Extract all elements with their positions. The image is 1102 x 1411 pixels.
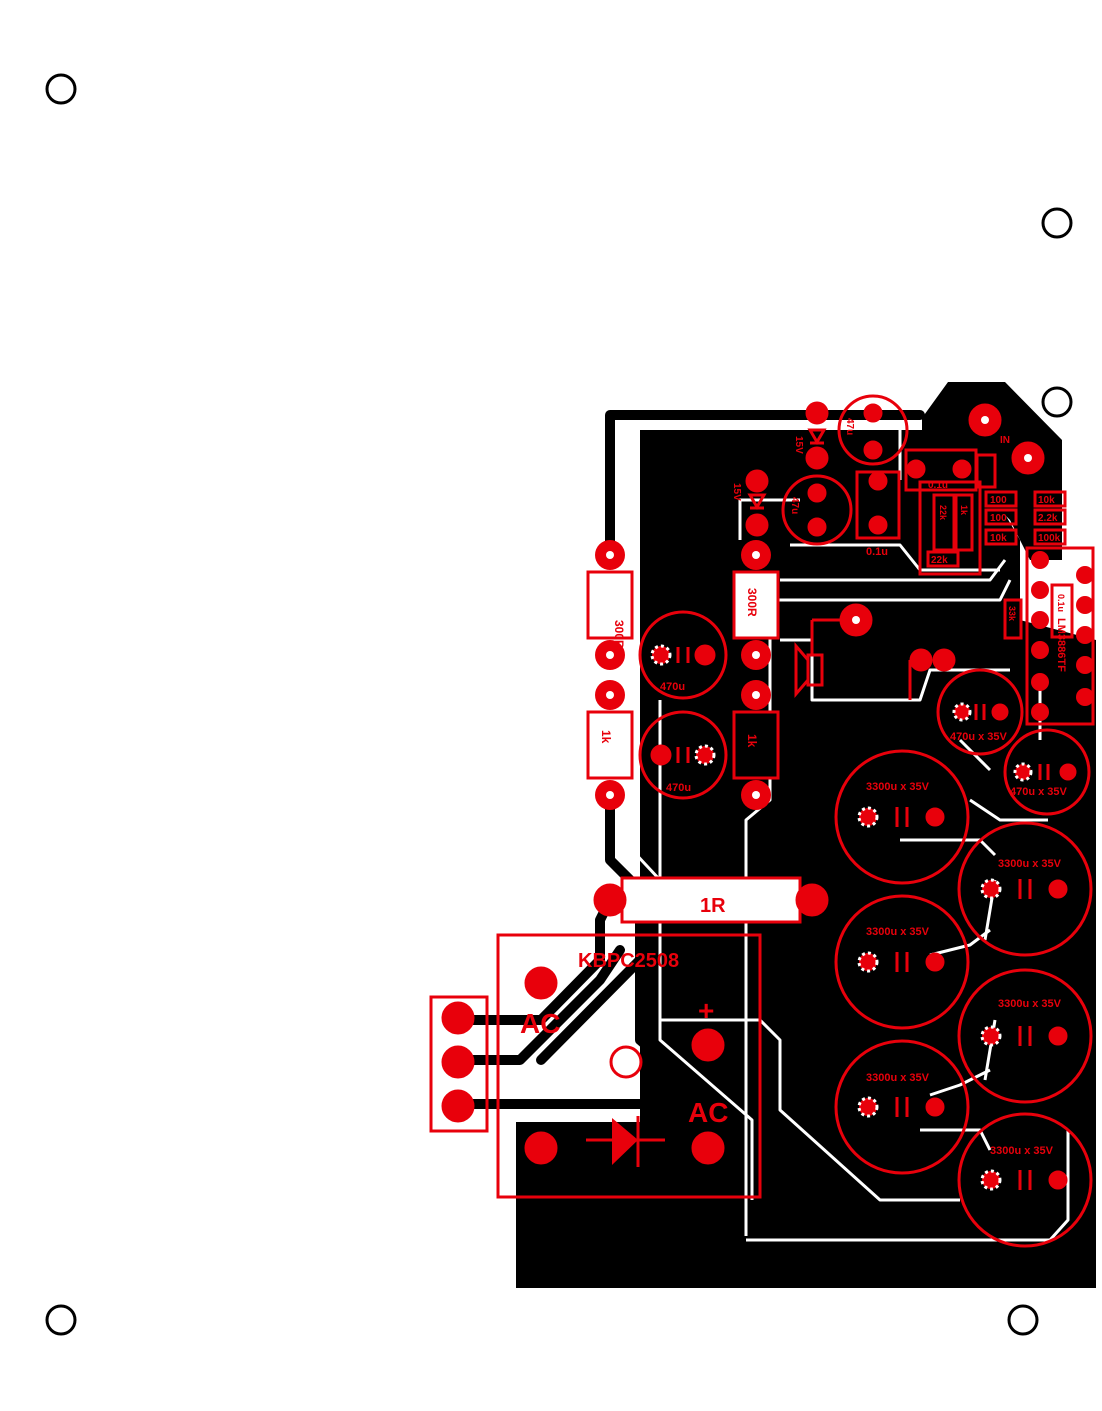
resistor-10k-1[interactable] bbox=[984, 528, 1018, 546]
capacitor-0-1u-vertical-label: 0.1u bbox=[1056, 594, 1066, 612]
component-overlay: IN 300R 300R 1k 1k 470u bbox=[429, 394, 1095, 1248]
output-pad-2[interactable] bbox=[932, 648, 956, 672]
output-pad-1[interactable] bbox=[909, 648, 933, 672]
resistor-100r-1-label: 100 bbox=[990, 495, 1007, 506]
resistor-33k-label: 33k bbox=[1007, 606, 1017, 622]
capacitor-47u-upper[interactable] bbox=[837, 394, 909, 466]
resistor-22k-bottom[interactable] bbox=[926, 550, 960, 568]
capacitor-3300u-3-label: 3300u x 35V bbox=[866, 926, 930, 938]
mounting-hole-right-middle bbox=[1041, 386, 1073, 418]
resistor-2-2k-label: 2.2k bbox=[1038, 513, 1058, 524]
capacitor-47u-lower-label: 47u bbox=[789, 497, 800, 514]
zener-15v-lower-label: 15V bbox=[731, 483, 742, 501]
resistor-10k-2[interactable] bbox=[1033, 490, 1067, 508]
resistor-300r-right-label: 300R bbox=[745, 588, 759, 617]
capacitor-3300u-1-label: 3300u x 35V bbox=[866, 781, 930, 793]
capacitor-3300u-2-label: 3300u x 35V bbox=[998, 858, 1062, 870]
capacitor-470u-35v-2-label: 470u x 35V bbox=[1010, 786, 1068, 798]
mounting-hole-bottom-left bbox=[45, 1304, 77, 1336]
zener-15v-upper-label: 15V bbox=[793, 436, 804, 454]
capacitor-0-1u-left-label: 0.1u bbox=[866, 546, 888, 558]
capacitor-3300u-2[interactable] bbox=[957, 821, 1093, 957]
resistor-1k-right[interactable] bbox=[732, 710, 780, 780]
capacitor-470u-lower-label: 470u bbox=[666, 782, 691, 794]
capacitor-470u-lower[interactable] bbox=[638, 710, 728, 800]
resistor-1k-vertical-label: 1k bbox=[959, 505, 969, 516]
input-label: IN bbox=[1000, 435, 1010, 446]
resistor-1k-vertical[interactable] bbox=[954, 493, 974, 552]
capacitor-3300u-6[interactable] bbox=[957, 1112, 1093, 1248]
capacitor-470u-35v-2[interactable] bbox=[1003, 728, 1091, 816]
capacitor-3300u-4-label: 3300u x 35V bbox=[998, 998, 1062, 1010]
resistor-300r-right[interactable] bbox=[732, 570, 780, 640]
resistor-2-2k[interactable] bbox=[1033, 508, 1067, 526]
resistor-10k-2-label: 10k bbox=[1038, 495, 1055, 506]
bridge-center-hole bbox=[609, 1045, 643, 1079]
capacitor-470u-35v-1-label: 470u x 35V bbox=[950, 731, 1008, 743]
diode-symbol bbox=[586, 1116, 665, 1167]
bridge-ac-label-top: AC bbox=[520, 1008, 560, 1039]
capacitor-47u-upper-label: 47u bbox=[844, 418, 855, 435]
resistor-300r-left[interactable] bbox=[586, 570, 634, 640]
resistor-100r-2-label: 100 bbox=[990, 513, 1007, 524]
capacitor-3300u-4[interactable] bbox=[957, 968, 1093, 1104]
capacitor-3300u-5-label: 3300u x 35V bbox=[866, 1072, 930, 1084]
mounting-holes bbox=[45, 73, 1073, 1336]
capacitor-0-1u-vertical[interactable] bbox=[1050, 583, 1074, 639]
capacitor-3300u-5[interactable] bbox=[834, 1039, 970, 1175]
resistor-1r-label: 1R bbox=[700, 895, 726, 917]
bridge-ac-label-bottom: AC bbox=[688, 1097, 728, 1128]
capacitor-3300u-1[interactable] bbox=[834, 749, 970, 885]
resistor-22k-vertical[interactable] bbox=[932, 493, 956, 552]
resistor-cluster-box bbox=[918, 480, 982, 576]
resistor-100k[interactable] bbox=[1033, 528, 1067, 546]
speaker-icon bbox=[794, 641, 824, 699]
resistor-22k-vertical-label: 22k bbox=[938, 505, 948, 521]
ac-input-connector[interactable] bbox=[429, 995, 489, 1133]
resistor-10k-1-label: 10k bbox=[990, 533, 1007, 544]
capacitor-0-1u-top-label: 0.1u bbox=[928, 480, 948, 491]
capacitor-3300u-3[interactable] bbox=[834, 894, 970, 1030]
resistor-right-edge[interactable] bbox=[975, 453, 997, 489]
bridge-rectifier[interactable] bbox=[496, 933, 762, 1199]
resistor-1k-right-label: 1k bbox=[745, 734, 759, 748]
bridge-rectifier-label: KBPC2508 bbox=[578, 950, 679, 972]
mounting-hole-top-left bbox=[45, 73, 77, 105]
capacitor-470u-upper[interactable] bbox=[638, 610, 728, 700]
resistor-1r[interactable] bbox=[620, 876, 802, 924]
resistor-22k-bottom-label: 22k bbox=[931, 555, 948, 566]
resistor-100k-label: 100k bbox=[1038, 533, 1061, 544]
bridge-plus-label: + bbox=[698, 995, 714, 1026]
amplifier-ic-label: LM3886TF bbox=[1055, 618, 1067, 672]
resistor-100r-2[interactable] bbox=[984, 508, 1018, 526]
resistor-100r-1[interactable] bbox=[984, 490, 1018, 508]
capacitor-47u-lower[interactable] bbox=[781, 474, 853, 546]
resistor-1k-left-label: 1k bbox=[599, 730, 613, 744]
mounting-hole-bottom-right bbox=[1007, 1304, 1039, 1336]
resistor-1k-left[interactable] bbox=[586, 710, 634, 780]
capacitor-3300u-6-label: 3300u x 35V bbox=[990, 1145, 1054, 1157]
capacitor-470u-35v-1[interactable] bbox=[936, 668, 1024, 756]
capacitor-470u-upper-label: 470u bbox=[660, 681, 685, 693]
resistor-33k[interactable] bbox=[1003, 598, 1023, 640]
mounting-hole-right-upper bbox=[1041, 207, 1073, 239]
